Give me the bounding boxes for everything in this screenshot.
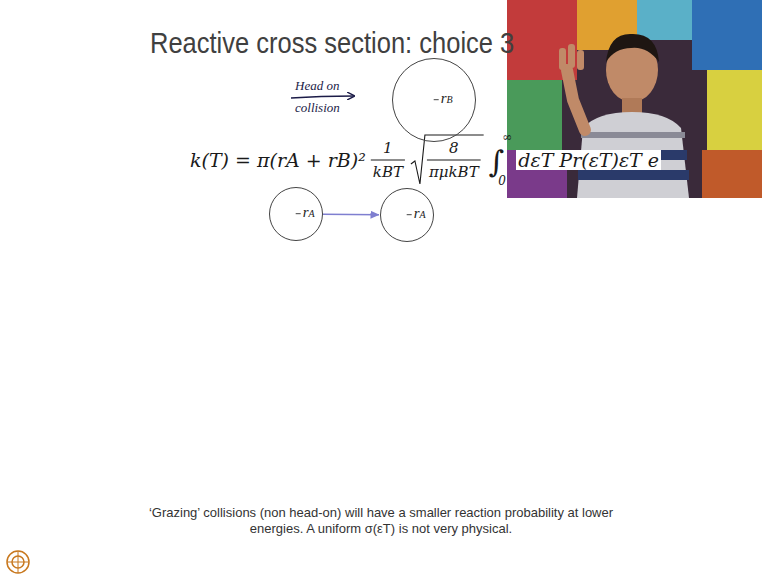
motion-arrow xyxy=(323,214,379,216)
radius-label: rA xyxy=(303,205,315,220)
radius-label: rA xyxy=(414,206,426,221)
equation-term: dεT Pr(εT)εT e xyxy=(516,150,661,171)
equation-term: 1 xyxy=(383,140,393,157)
particle-circle: rB xyxy=(392,58,476,142)
head-on-arrow xyxy=(291,96,354,98)
equation-term: kBT xyxy=(373,164,403,181)
integral-limit: 0 xyxy=(498,175,506,188)
equation-term: 8 xyxy=(449,140,459,157)
fraction-bar xyxy=(427,160,481,161)
handwritten-note: Head on collision xyxy=(295,75,353,119)
slide-title: Reactive cross section: choice 3 xyxy=(150,26,514,60)
nptel-logo xyxy=(7,551,29,573)
radius-line xyxy=(381,189,435,243)
fraction-bar xyxy=(371,160,405,161)
slide-caption: ‘Grazing’ collisions (non head-on) will … xyxy=(126,505,636,537)
radius-line xyxy=(393,59,477,143)
equation-term: k(T) = π(rA + rB)² xyxy=(190,150,366,171)
particle-circle: rA xyxy=(269,187,323,241)
radius-line xyxy=(270,188,324,242)
radius-stroke xyxy=(434,99,439,100)
integral-limit: ∞ xyxy=(502,131,512,144)
radius-label: rB xyxy=(441,91,453,106)
particle-circle: rA xyxy=(380,188,434,242)
equation-term: πμkBT xyxy=(429,164,479,181)
square-root-sign xyxy=(411,135,484,184)
radius-stroke xyxy=(407,214,412,215)
integral-sign: ∫ xyxy=(489,145,505,178)
radius-stroke xyxy=(296,213,301,214)
